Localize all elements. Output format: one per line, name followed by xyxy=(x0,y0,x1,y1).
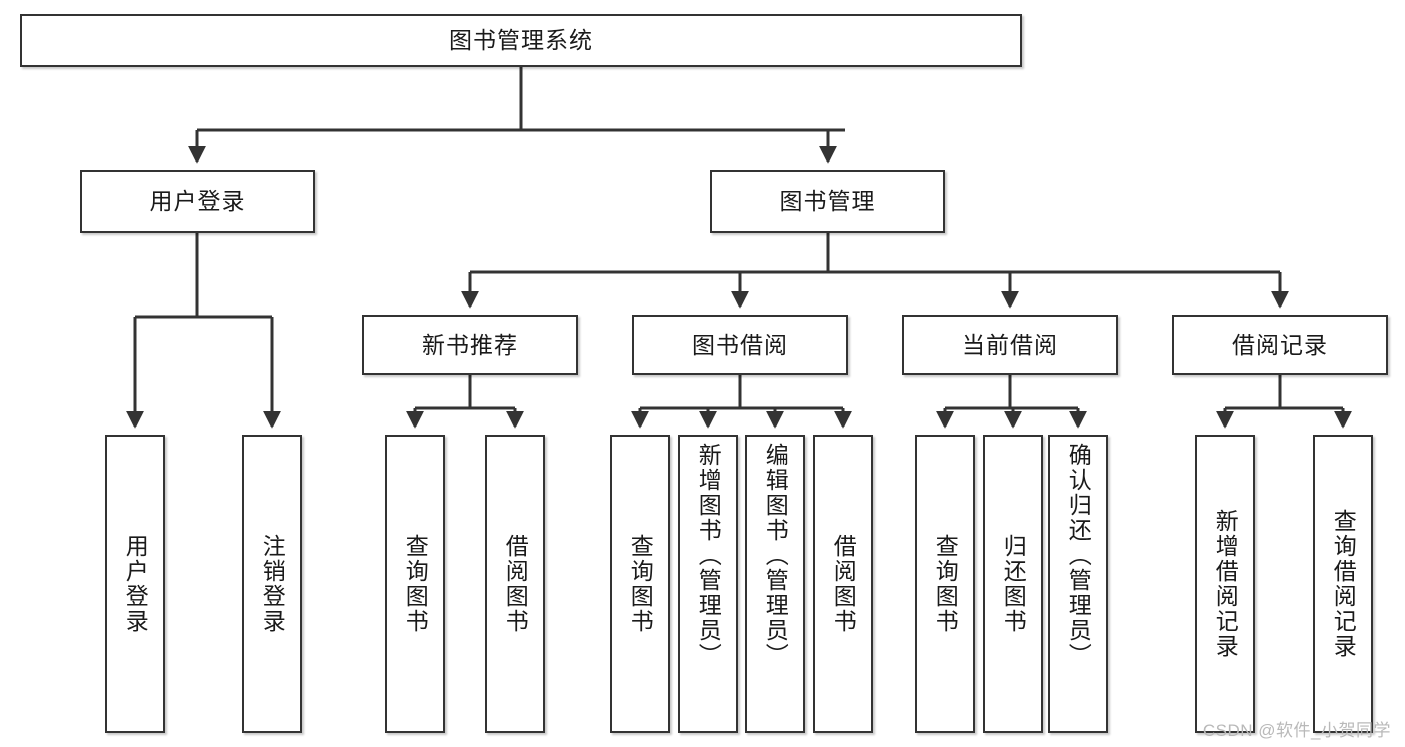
node-borrow-record[interactable]: 借阅记录 xyxy=(1172,315,1388,375)
node-leaf-borrow-book-1[interactable]: 借阅图书 xyxy=(485,435,545,733)
node-leaf-query-book-2[interactable]: 查询图书 xyxy=(610,435,670,733)
node-user-login-label: 用户登录 xyxy=(149,188,246,215)
node-leaf-query-book-3[interactable]: 查询图书 xyxy=(915,435,975,733)
node-leaf-query-borrow-record[interactable]: 查询借阅记录 xyxy=(1313,435,1373,733)
node-leaf-return-book-label: 归还图书 xyxy=(1000,534,1027,634)
node-book-borrow[interactable]: 图书借阅 xyxy=(632,315,848,375)
node-new-book-recommend-label: 新书推荐 xyxy=(422,331,518,358)
node-leaf-confirm-return[interactable]: 确认归还（管理员） xyxy=(1048,435,1108,733)
node-user-login[interactable]: 用户登录 xyxy=(80,170,315,233)
node-leaf-borrow-book-2[interactable]: 借阅图书 xyxy=(813,435,873,733)
node-leaf-add-borrow-record[interactable]: 新增借阅记录 xyxy=(1195,435,1255,733)
node-leaf-borrow-book-2-label: 借阅图书 xyxy=(830,534,857,634)
node-leaf-query-book-1[interactable]: 查询图书 xyxy=(385,435,445,733)
node-book-borrow-label: 图书借阅 xyxy=(692,331,788,358)
node-leaf-user-logout[interactable]: 注销登录 xyxy=(242,435,302,733)
node-leaf-confirm-return-label: 确认归还（管理员） xyxy=(1065,443,1092,668)
node-book-management-label: 图书管理 xyxy=(779,188,876,215)
node-book-management[interactable]: 图书管理 xyxy=(710,170,945,233)
node-leaf-edit-book-admin-label: 编辑图书（管理员） xyxy=(762,443,789,668)
node-root[interactable]: 图书管理系统 xyxy=(20,14,1022,67)
node-leaf-add-book-admin-label: 新增图书（管理员） xyxy=(695,443,722,668)
node-leaf-user-logout-label: 注销登录 xyxy=(259,534,286,634)
node-leaf-query-book-1-label: 查询图书 xyxy=(402,534,429,634)
node-leaf-user-login-label: 用户登录 xyxy=(122,534,149,634)
node-leaf-add-borrow-record-label: 新增借阅记录 xyxy=(1212,509,1239,659)
node-leaf-return-book[interactable]: 归还图书 xyxy=(983,435,1043,733)
node-root-label: 图书管理系统 xyxy=(449,27,593,54)
node-leaf-user-login[interactable]: 用户登录 xyxy=(105,435,165,733)
node-borrow-record-label: 借阅记录 xyxy=(1232,331,1328,358)
node-current-borrow[interactable]: 当前借阅 xyxy=(902,315,1118,375)
node-leaf-borrow-book-1-label: 借阅图书 xyxy=(502,534,529,634)
csdn-watermark: CSDN @软件_小贺同学 xyxy=(1202,721,1391,740)
node-leaf-edit-book-admin[interactable]: 编辑图书（管理员） xyxy=(745,435,805,733)
node-leaf-query-book-2-label: 查询图书 xyxy=(627,534,654,634)
node-new-book-recommend[interactable]: 新书推荐 xyxy=(362,315,578,375)
node-current-borrow-label: 当前借阅 xyxy=(962,331,1058,358)
node-leaf-add-book-admin[interactable]: 新增图书（管理员） xyxy=(678,435,738,733)
node-leaf-query-book-3-label: 查询图书 xyxy=(932,534,959,634)
node-leaf-query-borrow-record-label: 查询借阅记录 xyxy=(1330,509,1357,659)
